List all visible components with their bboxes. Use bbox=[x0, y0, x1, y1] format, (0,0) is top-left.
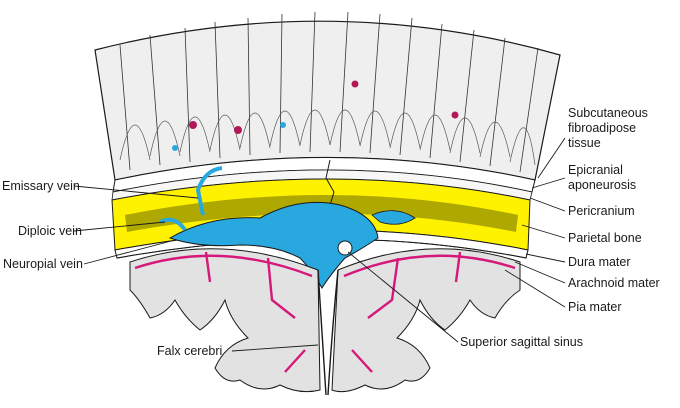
arachnoid-granulation bbox=[337, 240, 353, 256]
vessel-dot bbox=[172, 145, 178, 151]
label-parietal-bone: Parietal bone bbox=[568, 231, 642, 245]
label-subcutaneous-3: tissue bbox=[568, 136, 601, 150]
label-epicranial-2: aponeurosis bbox=[568, 178, 637, 192]
follicle-loops bbox=[119, 109, 536, 166]
lateral-lacuna bbox=[371, 210, 416, 225]
diploic-vein-vessel bbox=[159, 217, 187, 232]
vessel-dot bbox=[451, 111, 459, 119]
right-hemisphere bbox=[331, 248, 521, 393]
label-falx-cerebri: Falx cerebri bbox=[157, 344, 223, 358]
label-pericranium: Pericranium bbox=[568, 204, 635, 218]
label-subcutaneous-1: Subcutaneous bbox=[568, 106, 648, 120]
label-dura-mater: Dura mater bbox=[568, 255, 631, 269]
label-diploic-vein: Diploic vein bbox=[18, 224, 82, 238]
left-hemisphere bbox=[129, 248, 321, 393]
superior-sagittal-sinus bbox=[168, 201, 379, 289]
label-pia-mater: Pia mater bbox=[568, 300, 622, 314]
leader-lines bbox=[73, 137, 566, 352]
label-emissary-vein: Emissary vein bbox=[2, 179, 80, 193]
hair-follicles bbox=[119, 11, 539, 173]
vessel-dot bbox=[280, 122, 286, 128]
label-epicranial-1: Epicranial bbox=[568, 163, 623, 177]
sagittal-suture bbox=[325, 159, 335, 213]
vessel-dot bbox=[189, 121, 197, 129]
emissary-vein-vessel bbox=[195, 166, 223, 216]
vessel-dot bbox=[351, 80, 359, 88]
label-subcutaneous-2: fibroadipose bbox=[568, 121, 637, 135]
falx-cerebri-fold bbox=[317, 269, 339, 396]
label-neuropial-vein: Neuropial vein bbox=[3, 257, 83, 271]
skin-layer bbox=[94, 20, 561, 181]
vessel-dot bbox=[234, 126, 242, 134]
label-superior-sagittal-sinus: Superior sagittal sinus bbox=[460, 335, 583, 349]
pia-mater-lines bbox=[134, 251, 516, 373]
label-arachnoid-mater: Arachnoid mater bbox=[568, 276, 660, 290]
